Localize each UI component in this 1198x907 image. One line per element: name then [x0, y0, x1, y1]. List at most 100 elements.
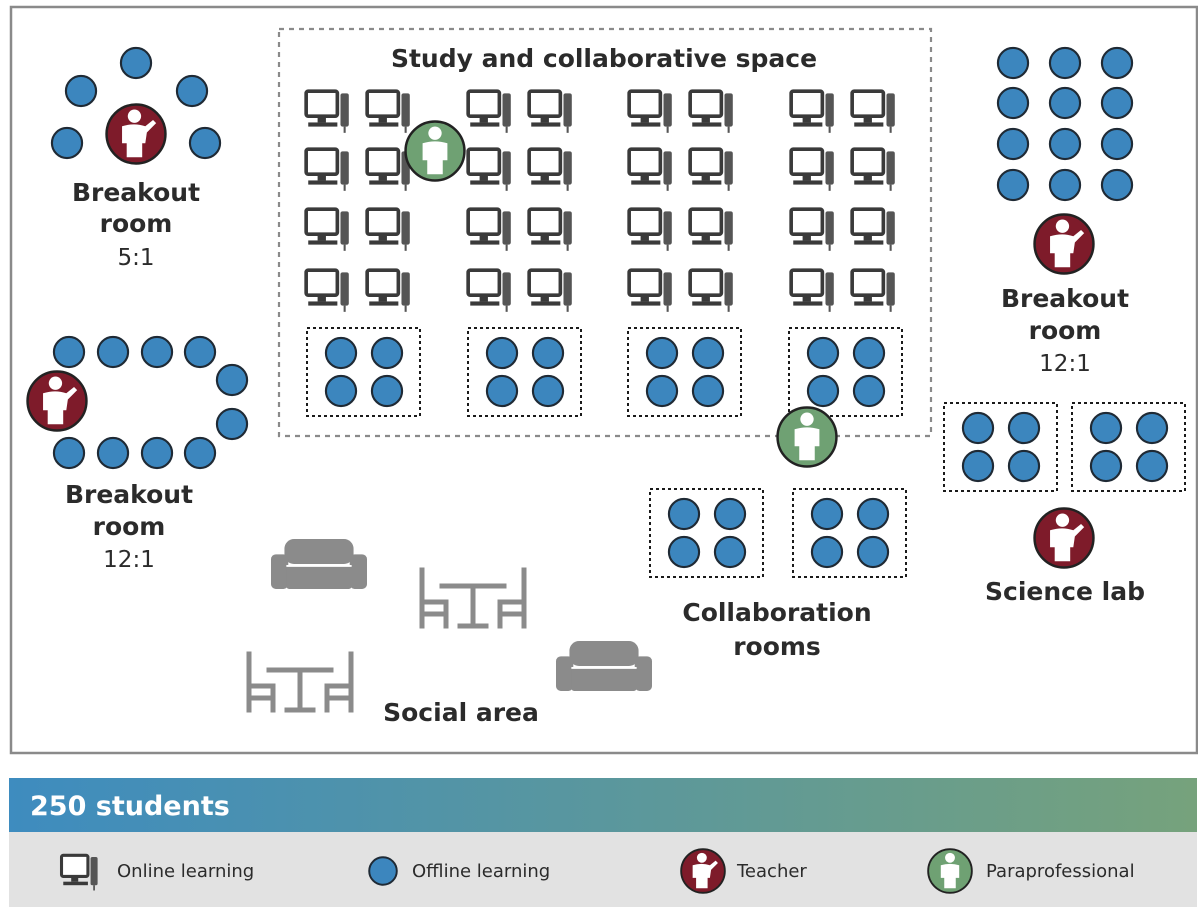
pod-boundary: [467, 327, 582, 417]
teacher-icon: [26, 370, 88, 432]
student-circle-icon: [1048, 127, 1082, 161]
student-circle-icon: [1007, 449, 1041, 483]
science-lab: Science lab: [985, 507, 1145, 606]
student-circle-icon: [485, 374, 519, 408]
teacher-icon: [1033, 507, 1095, 569]
breakout-12-left-label-line1: Breakout: [65, 480, 193, 509]
study-space-title: Study and collaborative space: [391, 44, 817, 73]
collaboration-pods: [306, 327, 1186, 578]
student-circle-icon: [810, 497, 844, 531]
pod-boundary: [943, 402, 1058, 492]
student-circle-icon: [64, 74, 98, 108]
student-circle-icon: [531, 336, 565, 370]
student-circle-icon: [645, 336, 679, 370]
student-circle-icon: [856, 497, 890, 531]
student-circle-icon: [691, 336, 725, 370]
student-circle-icon: [140, 335, 174, 369]
pod-boundary: [788, 327, 903, 417]
student-circle-icon: [996, 86, 1030, 120]
couch-icon: [270, 538, 368, 590]
student-circle-icon: [856, 535, 890, 569]
pod-boundary: [306, 327, 421, 417]
student-circle-icon: [996, 46, 1030, 80]
student-circle-icon: [183, 335, 217, 369]
student-circle-icon: [961, 449, 995, 483]
breakout-room-12-1-left: Breakout room 12:1: [26, 335, 249, 573]
student-circle-icon: [713, 497, 747, 531]
teacher-icon: [680, 848, 726, 894]
student-circle-icon: [713, 535, 747, 569]
paraprofessional-icon: [404, 120, 466, 182]
students-count: 250 students: [30, 791, 230, 822]
student-circle-icon: [667, 497, 701, 531]
legend-bar: [9, 832, 1197, 907]
student-circle-icon: [667, 535, 701, 569]
student-circle-icon: [1100, 86, 1134, 120]
student-circle-icon: [140, 436, 174, 470]
student-circle-icon: [1135, 449, 1169, 483]
student-circle-icon: [996, 127, 1030, 161]
student-circle-icon: [1100, 168, 1134, 202]
student-circle-icon: [1048, 168, 1082, 202]
student-circle-icon: [188, 126, 222, 160]
student-circle-icon: [485, 336, 519, 370]
student-circle-icon: [810, 535, 844, 569]
student-circle-icon: [96, 335, 130, 369]
couch-icon: [555, 640, 653, 692]
teacher-icon: [105, 103, 167, 165]
student-circle-icon: [96, 436, 130, 470]
pod-boundary: [1071, 402, 1186, 492]
breakout-room-12-1-right: Breakout room 12:1: [996, 46, 1134, 377]
student-circle-icon: [215, 363, 249, 397]
student-circle-icon: [52, 335, 86, 369]
breakout-room-5-1: Breakout room 5:1: [50, 46, 222, 271]
breakout-5-ratio: 5:1: [117, 245, 154, 271]
student-circle-icon: [531, 374, 565, 408]
breakout-12-right-label-line1: Breakout: [1001, 284, 1129, 313]
student-circle-icon: [1100, 46, 1134, 80]
collaboration-rooms-label-line2: rooms: [733, 632, 821, 661]
student-circle-icon: [1089, 411, 1123, 445]
student-circle-icon: [52, 436, 86, 470]
breakout-5-label-line2: room: [100, 209, 173, 238]
student-circle-icon: [1100, 127, 1134, 161]
social-area-label: Social area: [383, 698, 539, 727]
student-circle-icon: [852, 336, 886, 370]
student-circle-icon: [1089, 449, 1123, 483]
student-circle-icon: [183, 436, 217, 470]
student-circle-icon: [1048, 86, 1082, 120]
study-space-zone: [277, 27, 933, 438]
student-circle-icon: [50, 126, 84, 160]
legend-offline-label: Offline learning: [412, 861, 550, 882]
student-circle-icon: [370, 336, 404, 370]
student-circle-icon: [215, 407, 249, 441]
science-lab-label: Science lab: [985, 577, 1145, 606]
student-circle-icon: [370, 374, 404, 408]
breakout-12-left-label-line2: room: [93, 512, 166, 541]
breakout-12-right-label-line2: room: [1029, 316, 1102, 345]
student-circle-icon: [1007, 411, 1041, 445]
paraprofessional-icon: [927, 848, 973, 894]
student-circle-icon: [1048, 46, 1082, 80]
student-circle-icon: [645, 374, 679, 408]
student-circle-icon: [324, 336, 358, 370]
pod-boundary: [792, 488, 907, 578]
pod-boundary: [649, 488, 764, 578]
student-circle-icon: [691, 374, 725, 408]
legend: Online learning Offline learning Teacher…: [59, 848, 1135, 894]
legend-para-label: Paraprofessional: [986, 861, 1135, 882]
student-circle-icon: [961, 411, 995, 445]
breakout-12-right-ratio: 12:1: [1039, 351, 1091, 377]
student-circle-icon: [852, 374, 886, 408]
student-circle-icon: [368, 856, 398, 886]
breakout-12-left-ratio: 12:1: [103, 547, 155, 573]
student-circle-icon: [1135, 411, 1169, 445]
legend-teacher-label: Teacher: [736, 861, 807, 882]
student-circle-icon: [119, 46, 153, 80]
social-area: Social area: [249, 538, 653, 727]
students-banner: [9, 778, 1197, 832]
pod-boundary: [627, 327, 742, 417]
student-circle-icon: [324, 374, 358, 408]
legend-online-label: Online learning: [117, 861, 254, 882]
